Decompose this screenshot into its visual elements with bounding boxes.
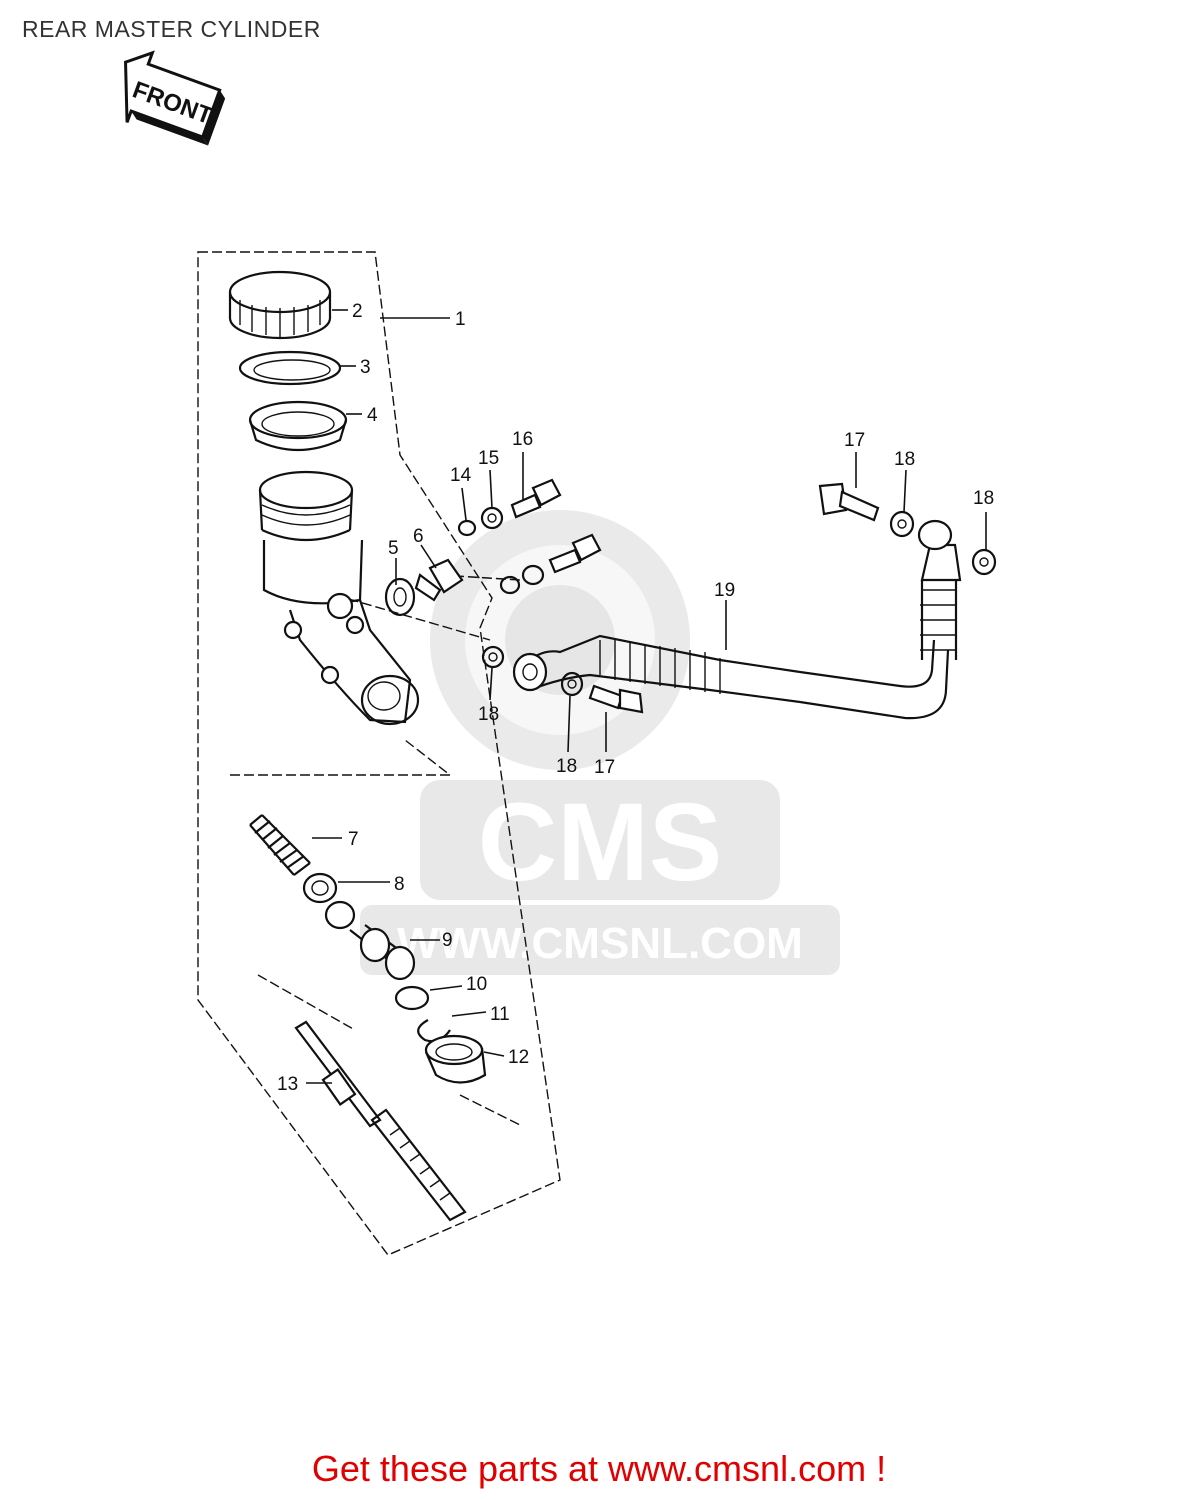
cmsnl-watermark: CMS WWW.CMSNL.COM bbox=[360, 510, 840, 975]
washer-18-a bbox=[481, 645, 505, 669]
callout-labels: 1 2 3 4 5 6 7 8 9 10 11 12 13 14 15 16 1… bbox=[277, 301, 994, 1095]
callout-18-upper-right: 18 bbox=[973, 488, 994, 509]
stop-washer bbox=[394, 985, 430, 1011]
callout-12: 12 bbox=[508, 1047, 529, 1068]
callout-17-upper: 17 bbox=[844, 430, 865, 451]
callout-18-lower-left: 18 bbox=[478, 704, 499, 725]
washer-lower-2 bbox=[521, 564, 545, 586]
callout-8: 8 bbox=[394, 874, 405, 895]
brake-hose bbox=[512, 519, 962, 720]
washer-5 bbox=[384, 577, 416, 617]
callout-1: 1 bbox=[455, 309, 466, 330]
callout-18-lower-right: 18 bbox=[556, 756, 577, 777]
callout-9: 9 bbox=[442, 930, 453, 951]
return-spring bbox=[249, 814, 311, 876]
callout-7: 7 bbox=[348, 829, 359, 850]
leader-lines bbox=[306, 309, 987, 1084]
push-rod bbox=[294, 1020, 467, 1222]
callout-16: 16 bbox=[512, 429, 533, 450]
fitting-6 bbox=[414, 558, 464, 602]
washer-18-b bbox=[560, 671, 584, 697]
banjo-bolt-16 bbox=[510, 478, 562, 519]
piston bbox=[324, 900, 416, 981]
washer-18-d bbox=[971, 548, 997, 576]
bolt-lower bbox=[548, 533, 602, 574]
callout-10: 10 bbox=[466, 974, 487, 995]
callout-11: 11 bbox=[490, 1004, 510, 1025]
banjo-bolt-17-lower bbox=[588, 684, 644, 714]
callout-5: 5 bbox=[388, 538, 399, 559]
master-cylinder-body bbox=[258, 470, 420, 726]
callout-6: 6 bbox=[413, 526, 424, 547]
callout-3: 3 bbox=[360, 357, 371, 378]
assembly-outline bbox=[197, 251, 561, 1256]
dust-boot bbox=[424, 1034, 487, 1084]
callout-14: 14 bbox=[450, 465, 472, 486]
banjo-bolt-17-upper bbox=[818, 482, 880, 522]
callout-19: 19 bbox=[714, 580, 735, 601]
watermark-logo: CMS bbox=[478, 781, 722, 904]
diaphragm-plate bbox=[238, 350, 342, 386]
callout-2: 2 bbox=[352, 301, 363, 322]
watermark-url: WWW.CMSNL.COM bbox=[397, 919, 803, 968]
washer-14 bbox=[457, 519, 477, 537]
callout-15: 15 bbox=[478, 448, 499, 469]
diaphragm bbox=[248, 400, 348, 452]
page-title: REAR MASTER CYLINDER bbox=[22, 16, 321, 42]
callout-18-upper-left: 18 bbox=[894, 449, 915, 470]
washer-15 bbox=[480, 506, 504, 530]
washer-lower-1 bbox=[499, 575, 521, 595]
callout-13: 13 bbox=[277, 1074, 298, 1095]
footer-link[interactable]: Get these parts at www.cmsnl.com ! bbox=[311, 1448, 887, 1489]
front-direction-arrow: FRONT bbox=[124, 50, 226, 146]
callout-4: 4 bbox=[367, 405, 378, 426]
callout-17-lower: 17 bbox=[594, 757, 615, 778]
reservoir-cap bbox=[228, 270, 332, 340]
washer-18-c bbox=[889, 510, 915, 538]
primary-cup bbox=[302, 872, 338, 904]
